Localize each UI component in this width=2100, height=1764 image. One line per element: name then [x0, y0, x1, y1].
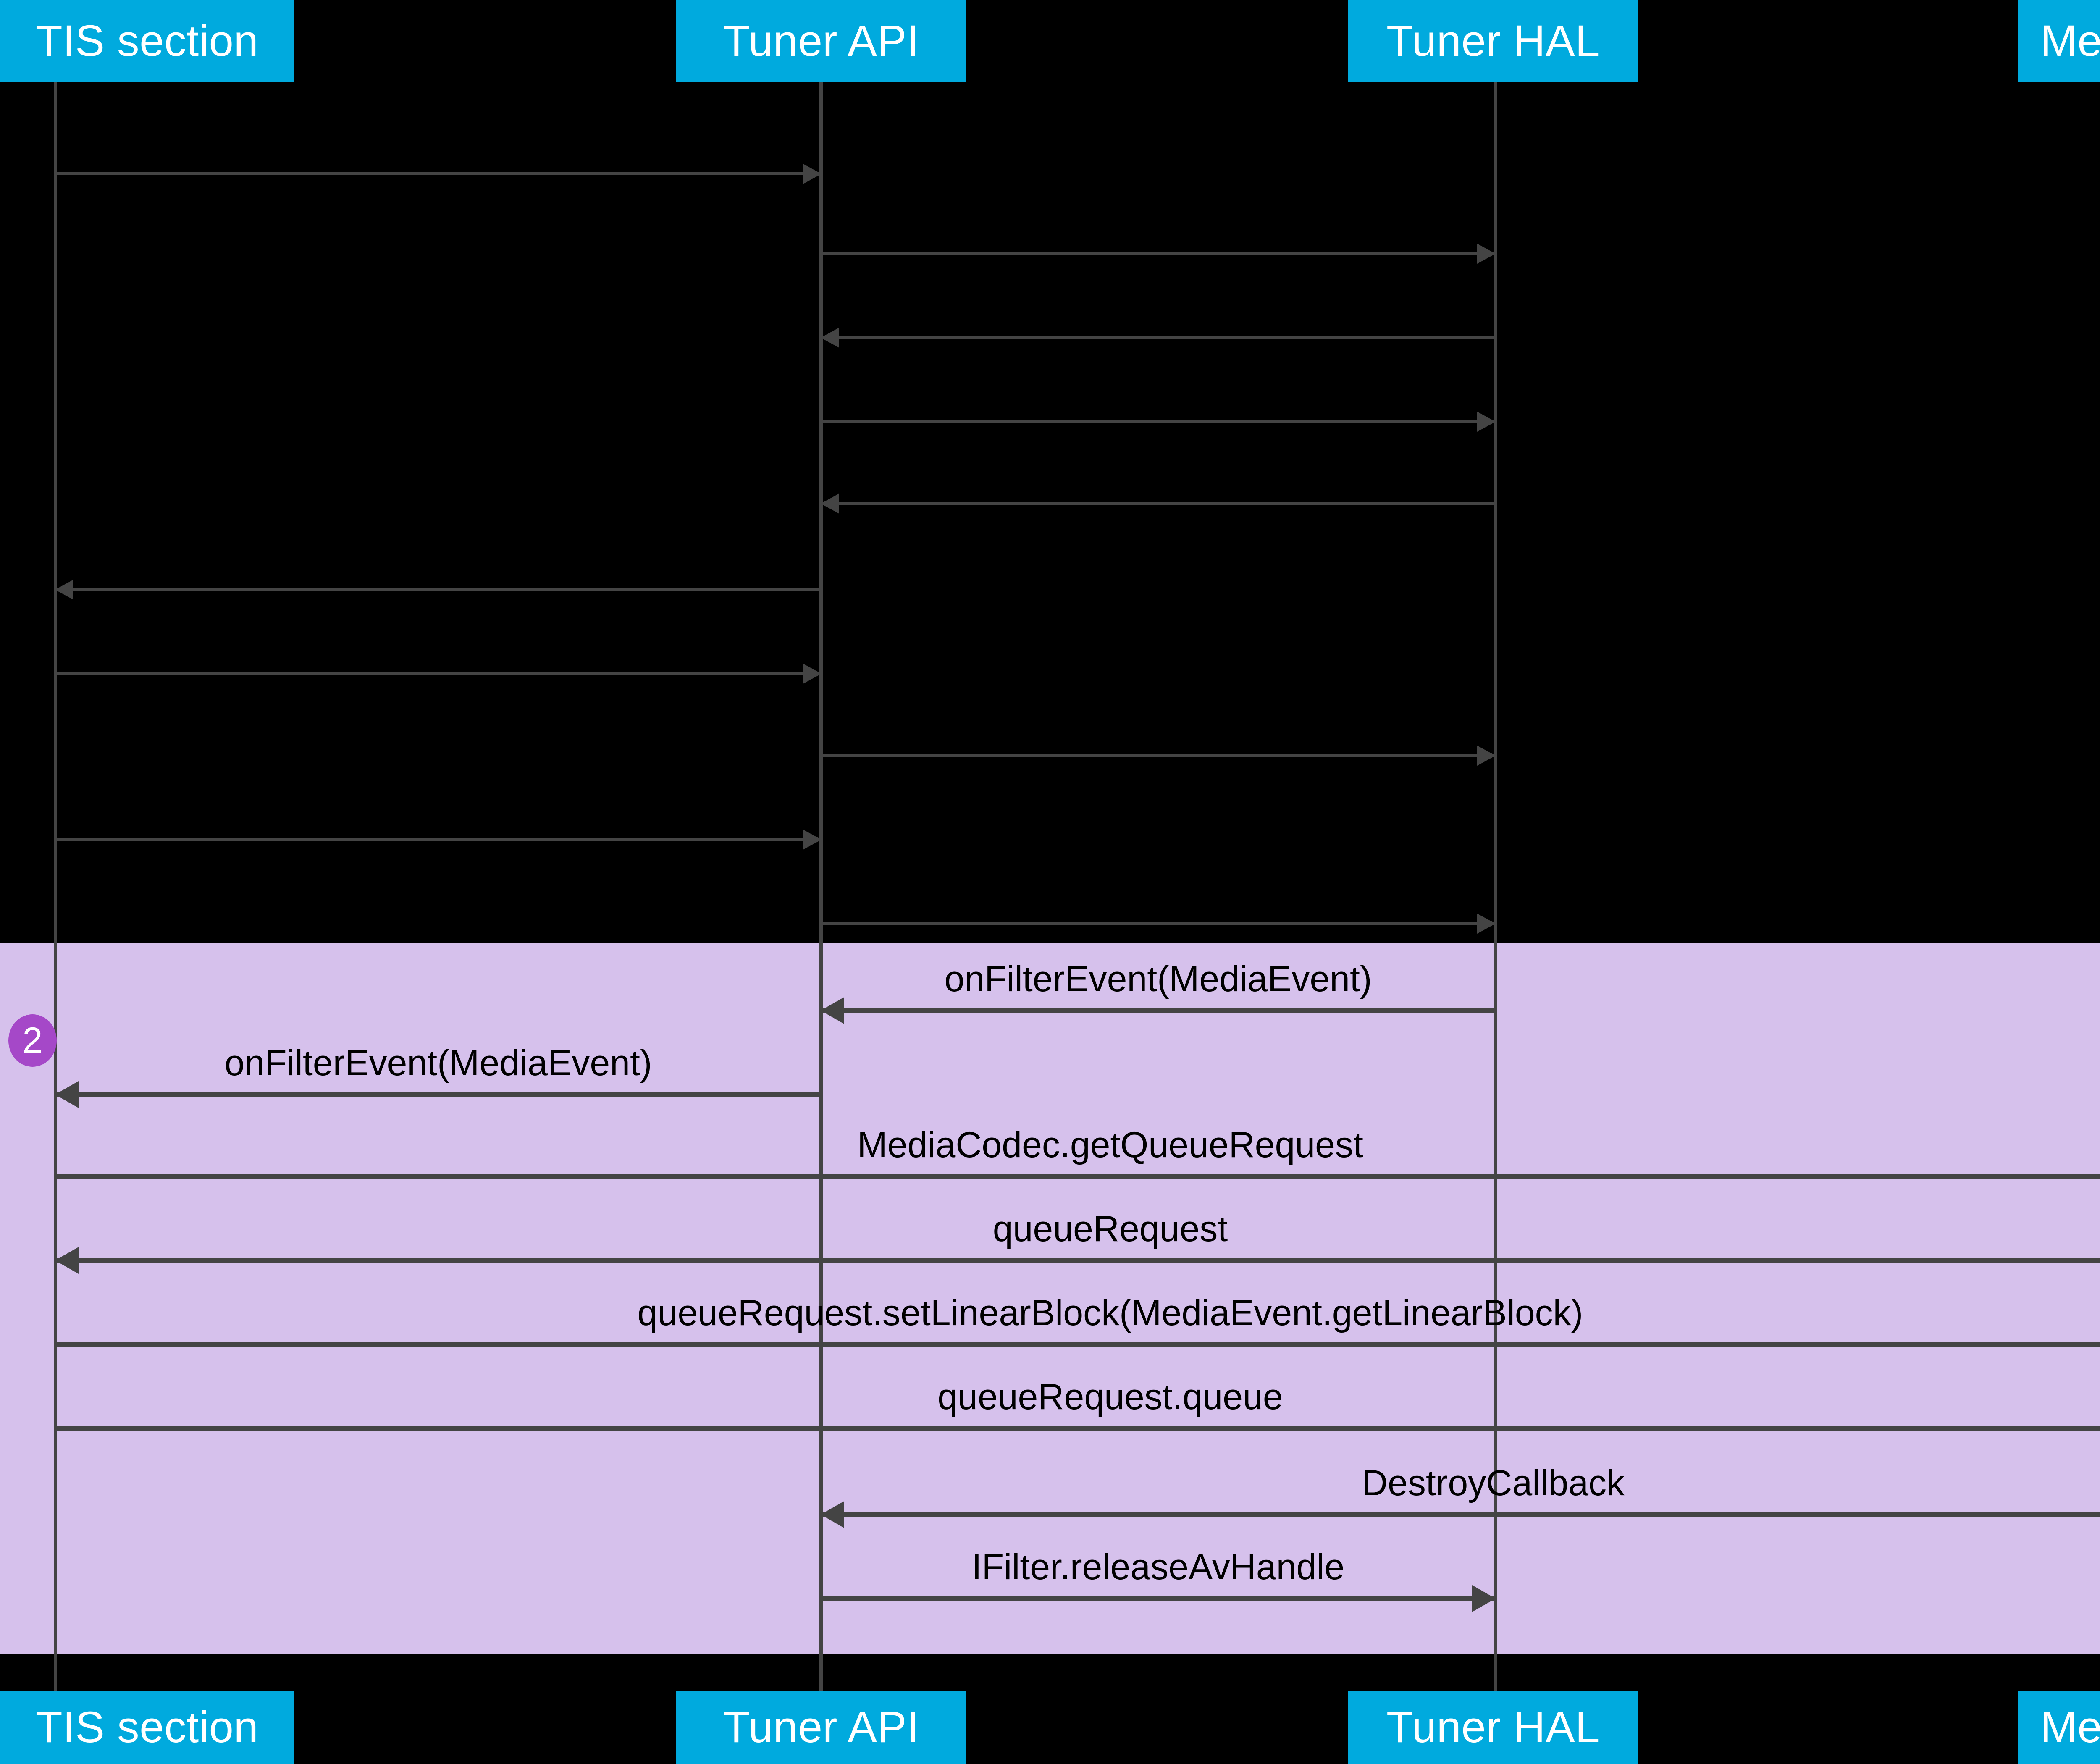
- participant-footer-label-tis-section: TIS section: [35, 1702, 259, 1752]
- arrowhead-left-icon: [821, 328, 839, 348]
- arrowhead-right-icon: [1477, 746, 1496, 766]
- message-shaft: [55, 672, 821, 675]
- participant-footer-tis-section[interactable]: TIS section: [0, 1690, 294, 1764]
- message-label-18: IFilter.releaseAvHandle: [971, 1547, 1345, 1587]
- arrowhead-right-icon: [1477, 244, 1496, 264]
- participant-footer-label-mediacodec: MediaCodec: [2040, 1702, 2100, 1752]
- lifeline-tuner-hal: [1494, 82, 1497, 1690]
- participant-header-label-mediacodec: MediaCodec: [2040, 16, 2100, 66]
- message-shaft: [821, 1512, 2100, 1517]
- message-shaft: [55, 1258, 2100, 1263]
- arrowhead-left-icon: [821, 494, 839, 514]
- message-shaft: [821, 922, 1495, 925]
- message-shaft: [55, 588, 821, 591]
- arrowhead-left-icon: [821, 997, 844, 1024]
- participant-footer-label-tuner-hal: Tuner HAL: [1386, 1702, 1600, 1752]
- message-shaft: [821, 1008, 1495, 1013]
- arrowhead-left-icon: [55, 1081, 79, 1108]
- participant-header-tuner-api[interactable]: Tuner API: [676, 0, 966, 82]
- lifeline-tis-section: [54, 82, 57, 1690]
- arrowhead-right-icon: [803, 164, 822, 184]
- arrowhead-left-icon: [55, 580, 74, 600]
- participant-footer-tuner-api[interactable]: Tuner API: [676, 1690, 966, 1764]
- participant-footer-tuner-hal[interactable]: Tuner HAL: [1348, 1690, 1638, 1764]
- message-shaft: [55, 1092, 821, 1097]
- message-label-11: onFilterEvent(MediaEvent): [944, 959, 1372, 999]
- message-shaft: [821, 252, 1495, 255]
- message-label-16: queueRequest.queue: [937, 1377, 1283, 1417]
- step-badge-label: 2: [22, 1020, 43, 1060]
- participant-header-tuner-hal[interactable]: Tuner HAL: [1348, 0, 1638, 82]
- participant-header-tis-section[interactable]: TIS section: [0, 0, 294, 82]
- message-label-12: onFilterEvent(MediaEvent): [224, 1043, 652, 1083]
- message-label-13: MediaCodec.getQueueRequest: [857, 1125, 1363, 1165]
- message-label-14: queueRequest: [992, 1209, 1228, 1249]
- arrowhead-right-icon: [1477, 412, 1496, 432]
- participant-header-label-tis-section: TIS section: [35, 16, 259, 66]
- message-shaft: [821, 1596, 1495, 1601]
- participant-footer-label-tuner-api: Tuner API: [723, 1702, 919, 1752]
- message-shaft: [55, 1174, 2100, 1179]
- arrowhead-right-icon: [803, 830, 822, 850]
- message-shaft: [55, 1342, 2100, 1347]
- lifeline-tuner-api: [819, 82, 823, 1690]
- participant-header-label-tuner-api: Tuner API: [723, 16, 919, 66]
- step-badge-2: 2: [8, 1014, 57, 1067]
- participant-header-label-tuner-hal: Tuner HAL: [1386, 16, 1600, 66]
- participant-footer-mediacodec[interactable]: MediaCodec: [2018, 1690, 2100, 1764]
- highlight-band-step-2: [0, 943, 2100, 1654]
- message-shaft: [55, 172, 821, 175]
- participant-header-mediacodec[interactable]: MediaCodec: [2018, 0, 2100, 82]
- arrowhead-right-icon: [1472, 1585, 1496, 1612]
- arrowhead-left-icon: [821, 1501, 844, 1528]
- arrowhead-right-icon: [803, 664, 822, 684]
- arrowhead-left-icon: [55, 1247, 79, 1274]
- message-label-15: queueRequest.setLinearBlock(MediaEvent.g…: [637, 1293, 1583, 1333]
- message-shaft: [55, 838, 821, 841]
- message-shaft: [821, 754, 1495, 757]
- message-shaft: [821, 336, 1495, 339]
- arrowhead-right-icon: [1477, 914, 1496, 934]
- message-shaft: [821, 502, 1495, 505]
- message-label-17: DestroyCallback: [1361, 1463, 1625, 1503]
- message-shaft: [821, 420, 1495, 423]
- message-shaft: [55, 1426, 2100, 1431]
